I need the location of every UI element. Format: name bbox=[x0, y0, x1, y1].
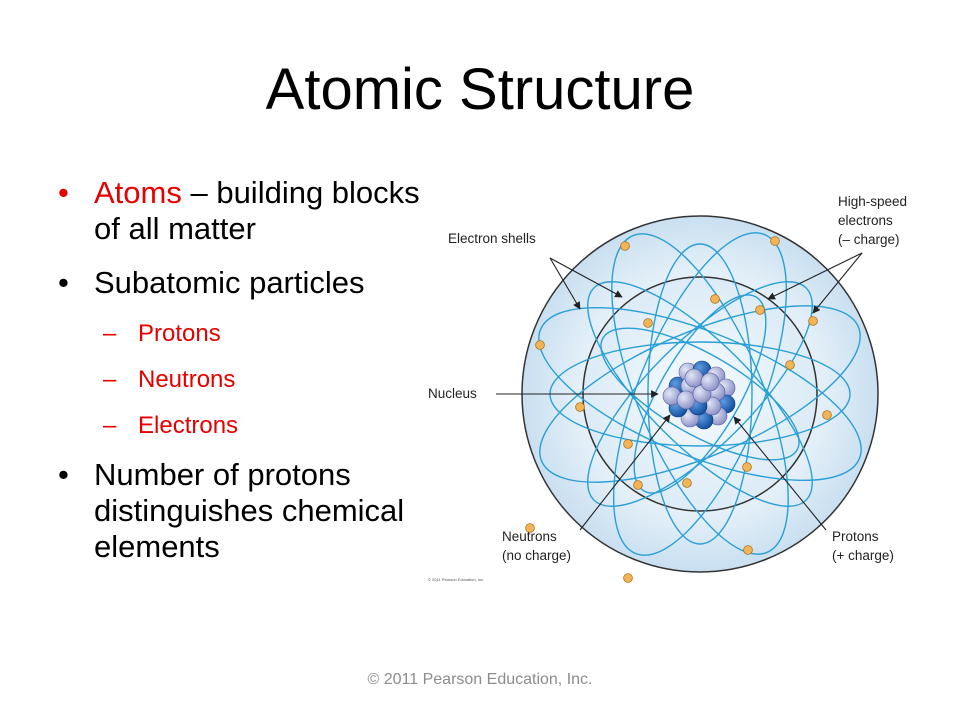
subbullet-protons: – Protons bbox=[58, 319, 438, 348]
bullet-atoms: • Atoms – building blocks of all matter bbox=[58, 175, 438, 247]
label-neutrons-line1: Neutrons bbox=[502, 529, 557, 544]
label-high-speed-line2: electrons bbox=[838, 213, 893, 228]
electrons bbox=[525, 236, 832, 583]
electron bbox=[785, 360, 795, 370]
footer-copyright: © 2011 Pearson Education, Inc. bbox=[367, 671, 593, 688]
electron bbox=[742, 462, 752, 472]
bullet-list: • Atoms – building blocks of all matter … bbox=[58, 175, 438, 583]
atom-diagram: Electron shells High-speed electrons (– … bbox=[428, 194, 907, 583]
electron-orbit bbox=[633, 294, 767, 494]
bullet-text-protons-distinguish: Number of protons distinguishes chemical… bbox=[94, 457, 405, 564]
electron bbox=[575, 402, 585, 412]
electron-orbit bbox=[587, 281, 813, 507]
electron-orbit bbox=[600, 327, 800, 461]
bullet-protons-distinguish: • Number of protons distinguishes chemic… bbox=[58, 457, 438, 565]
bullet-marker: • bbox=[58, 457, 69, 492]
electron-orbit bbox=[538, 306, 862, 482]
bullet-marker: • bbox=[58, 265, 69, 300]
electron bbox=[755, 305, 765, 315]
bullet-subatomic: • Subatomic particles bbox=[58, 265, 438, 301]
figure-copyright: © 2011 Pearson Education, Inc. bbox=[428, 577, 484, 582]
electron bbox=[710, 294, 720, 304]
bullet-marker: • bbox=[58, 175, 69, 210]
subbullet-neutrons: – Neutrons bbox=[58, 365, 438, 394]
subbullet-marker: – bbox=[103, 412, 117, 439]
subbullet-marker: – bbox=[103, 366, 117, 393]
slide-title: Atomic Structure bbox=[265, 57, 695, 122]
electron bbox=[682, 478, 692, 488]
bullet-text-subatomic: Subatomic particles bbox=[94, 265, 365, 300]
nucleus bbox=[662, 360, 736, 430]
electron bbox=[623, 439, 633, 449]
proton bbox=[700, 372, 720, 392]
subbullet-text-neutrons: Neutrons bbox=[138, 366, 236, 393]
subbullet-text-protons: Protons bbox=[138, 320, 221, 347]
label-nucleus: Nucleus bbox=[428, 386, 477, 401]
proton bbox=[676, 390, 696, 410]
label-high-speed-line3: (– charge) bbox=[838, 232, 900, 247]
electron-orbit bbox=[611, 233, 789, 555]
electron bbox=[623, 573, 633, 583]
electron-orbit bbox=[612, 232, 788, 556]
electron-orbit bbox=[587, 281, 813, 507]
label-high-speed-line1: High-speed bbox=[838, 194, 907, 209]
electron bbox=[643, 318, 653, 328]
label-arrows bbox=[496, 252, 863, 531]
electron-orbits bbox=[538, 232, 862, 556]
electron bbox=[743, 545, 753, 555]
electron bbox=[525, 523, 535, 533]
electron-orbit bbox=[539, 305, 861, 483]
electron bbox=[620, 241, 630, 251]
bullet-term-atoms: Atoms bbox=[94, 175, 182, 210]
electron bbox=[822, 410, 832, 420]
subbullet-marker: – bbox=[103, 320, 117, 347]
label-protons-line2: (+ charge) bbox=[832, 548, 894, 563]
proton bbox=[684, 368, 704, 388]
electron bbox=[535, 340, 545, 350]
label-protons-line1: Protons bbox=[832, 529, 879, 544]
subbullet-electrons: – Electrons bbox=[58, 411, 438, 440]
label-electron-shells: Electron shells bbox=[448, 231, 536, 246]
subbullet-text-electrons: Electrons bbox=[138, 412, 239, 439]
label-neutrons-line2: (no charge) bbox=[502, 548, 571, 563]
electron bbox=[808, 316, 818, 326]
electron bbox=[633, 480, 643, 490]
electron bbox=[770, 236, 780, 246]
bullet-text-atoms: – building blocks of all matter bbox=[94, 175, 420, 246]
